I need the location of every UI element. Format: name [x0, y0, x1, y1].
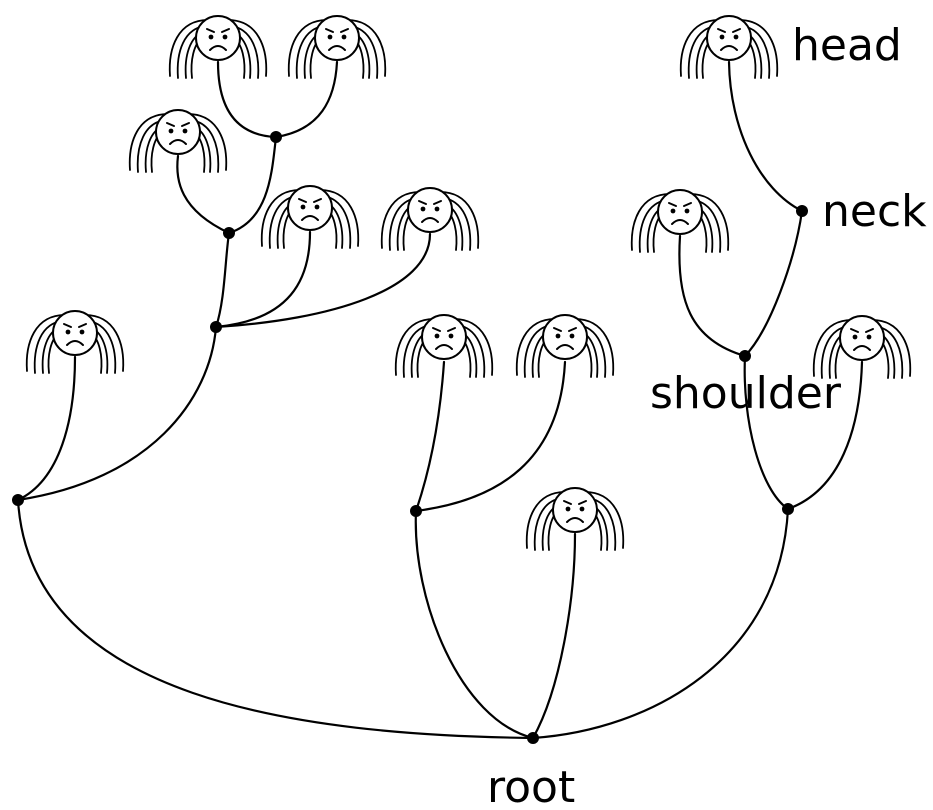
edge-middle-leaf-a: [414, 360, 446, 513]
edge-middle-leaf-b: [414, 360, 567, 513]
edge-root-middle: [414, 509, 535, 740]
sad-face-head-icon: [812, 315, 912, 379]
leaf-heads: [25, 15, 912, 551]
label-neck: neck: [822, 186, 927, 237]
junction-node-LT: [270, 131, 282, 143]
junction-node-root: [527, 732, 539, 744]
label-shoulder: shoulder: [650, 368, 842, 419]
edge-right-leaf: [786, 360, 864, 511]
edge-top-leaf-a: [216, 60, 278, 139]
sad-face-head-icon: [25, 310, 125, 374]
sad-face-head-icon: [287, 15, 387, 79]
edge-upper-toplft: [214, 231, 231, 329]
sad-face-head-icon: [168, 15, 268, 79]
sad-face-head-icon: [525, 487, 625, 551]
edge-left-upper: [16, 325, 218, 502]
edge-root-left: [16, 498, 535, 740]
junction-node-R: [782, 503, 794, 515]
edge-right-shoulder: [743, 354, 790, 511]
tree-edges: [16, 60, 864, 740]
edge-root-leaf: [531, 532, 577, 740]
edge-upper-leaf-a: [214, 230, 312, 329]
junction-node-LUU: [223, 227, 235, 239]
edge-shoulder-leaf: [678, 234, 747, 358]
sad-face-head-icon: [128, 109, 228, 173]
edge-shoulder-neck: [743, 209, 804, 358]
junction-node-neck: [796, 205, 808, 217]
junction-node-L: [12, 494, 24, 506]
label-head: head: [792, 20, 902, 71]
label-root: root: [487, 762, 575, 810]
edge-upper-leaf-b: [214, 232, 432, 329]
edge-left-leaf: [16, 355, 77, 502]
edge-toplft-top: [227, 135, 278, 235]
edge-top-leaf-b: [274, 60, 339, 139]
sad-face-head-icon: [260, 185, 360, 249]
sad-face-head-icon: [380, 187, 480, 251]
edge-toplft-leaf: [176, 154, 231, 235]
junction-node-shoulder: [739, 350, 751, 362]
sad-face-head-icon: [394, 314, 494, 378]
edge-neck-head: [727, 60, 804, 213]
sad-face-head-icon: [515, 314, 615, 378]
node-labels: head neck shoulder root: [487, 20, 927, 810]
junction-node-LU: [210, 321, 222, 333]
junction-nodes: [12, 131, 808, 744]
sad-face-head-icon: [630, 189, 730, 253]
edge-root-right: [531, 507, 790, 740]
junction-node-M: [410, 505, 422, 517]
sad-face-head-icon: [679, 15, 779, 79]
